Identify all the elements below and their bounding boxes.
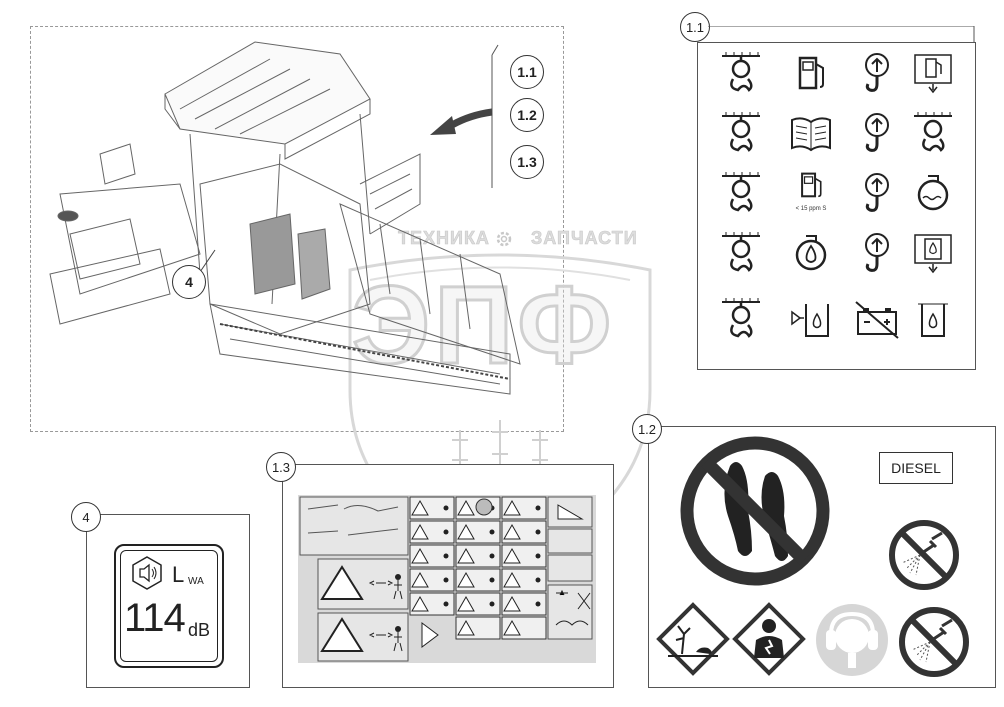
noise-level-decal-inner <box>120 550 218 662</box>
lift-point-icon <box>722 52 760 92</box>
lift-point-symbol-4 <box>712 232 770 288</box>
lift-point-symbol <box>712 52 770 108</box>
no-pressure-washer-icon <box>889 520 959 590</box>
oil-symbol <box>782 232 840 288</box>
hydraulic-oil-icon <box>791 304 829 337</box>
panel-1-1-leader <box>708 26 975 42</box>
fuel-low-sulfur-symbol: < 15 ppm S <box>782 172 840 228</box>
callout-1-2[interactable]: 1.2 <box>510 98 544 132</box>
hook-symbol-4 <box>848 232 906 288</box>
oil-level-symbol <box>904 298 962 354</box>
panel-1-1-callout: 1.1 <box>680 12 710 42</box>
paver-machine-drawing <box>49 41 521 395</box>
fuel-sulfur-label: < 15 ppm S <box>795 206 827 212</box>
fuel-symbol <box>782 52 840 108</box>
noise-level-unit: dB <box>188 620 211 640</box>
warning-decal-sheet <box>298 495 596 663</box>
watermark-right-text: ЗАПЧАСТИ <box>531 228 638 249</box>
callout-1-3[interactable]: 1.3 <box>510 145 544 179</box>
ear-protection-icon <box>816 604 888 676</box>
noise-level-decal: L WA 114 dB <box>114 544 224 668</box>
lift-point-icon <box>722 298 760 338</box>
fuel-pump-icon <box>801 172 822 198</box>
oil-drop-icon <box>795 235 827 271</box>
crane-hook-icon <box>865 113 889 152</box>
hook-symbol-2 <box>848 112 906 168</box>
lift-point-symbol-3 <box>712 172 770 228</box>
no-pressure-washer-icon-2 <box>899 607 969 677</box>
crane-hook-icon <box>865 53 889 92</box>
gear-icon <box>494 229 514 249</box>
battery-disconnect-icon <box>855 301 899 339</box>
hydraulic-oil-icon <box>918 303 948 337</box>
battery-symbol <box>848 298 906 354</box>
oil-filler-icon <box>914 234 952 274</box>
callout-1-1[interactable]: 1.1 <box>510 55 544 89</box>
fuel-pump-icon <box>798 56 824 90</box>
manual-book-icon <box>791 117 831 152</box>
fuel-fill-symbol <box>904 52 962 108</box>
no-step-icon <box>680 436 830 586</box>
speaker-icon <box>132 556 162 590</box>
panel-4-callout: 4 <box>71 502 101 532</box>
hook-symbol-3 <box>848 172 906 228</box>
tie-down-symbol <box>904 112 962 168</box>
panel-1-3-callout: 1.3 <box>266 452 296 482</box>
manual-symbol <box>782 112 840 168</box>
hook-symbol <box>848 52 906 108</box>
crane-hook-icon <box>865 233 889 272</box>
lift-point-icon <box>722 112 760 152</box>
diesel-label: DIESEL <box>879 452 953 484</box>
coolant-tank-icon <box>917 175 949 211</box>
crane-hook-icon <box>865 173 889 212</box>
callout-4[interactable]: 4 <box>172 265 206 299</box>
panel-1-2-callout: 1.2 <box>632 414 662 444</box>
oil-fill-symbol <box>904 232 962 288</box>
noise-level-L: L <box>172 562 185 587</box>
watermark-logo-text: ЭПФ <box>350 263 616 389</box>
coolant-symbol <box>904 172 962 228</box>
main-drawing-frame <box>30 26 564 432</box>
fuel-filler-icon <box>914 54 952 94</box>
lift-point-symbol-2 <box>712 112 770 168</box>
lift-point-icon <box>722 172 760 212</box>
environmental-hazard-icon <box>656 602 730 676</box>
noise-level-value: 114 <box>124 596 186 640</box>
hydraulic-symbol <box>782 298 840 354</box>
tie-down-icon <box>914 112 952 152</box>
health-hazard-icon <box>732 602 806 676</box>
lift-point-icon <box>722 232 760 272</box>
noise-level-WA: WA <box>188 576 204 587</box>
lift-point-symbol-5 <box>712 298 770 354</box>
